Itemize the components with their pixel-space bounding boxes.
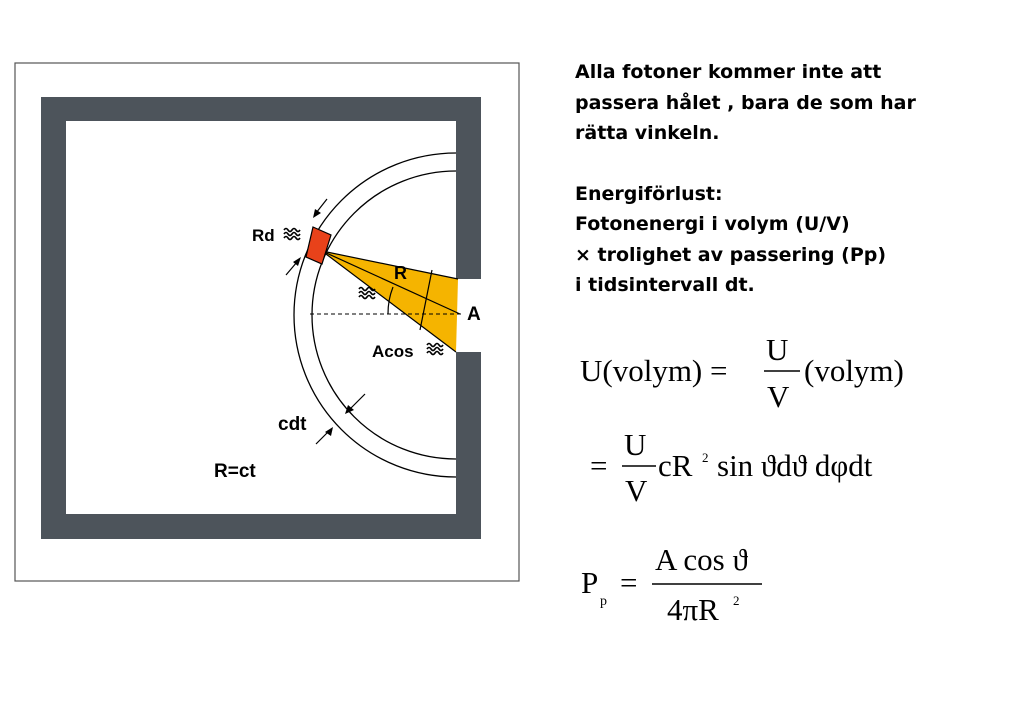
explanation-text: Alla fotoner kommer inte att passera hål… xyxy=(575,57,1015,301)
equation-2: = U V cR 2 sin ϑdϑ dφdt xyxy=(590,427,873,508)
eq2-cr: cR xyxy=(658,448,693,483)
intro-line-1: Alla fotoner kommer inte att xyxy=(575,61,882,83)
opening xyxy=(456,279,481,352)
rd-arrowhead-top xyxy=(313,209,321,218)
eq1-denominator: V xyxy=(767,379,790,414)
cdt-label: cdt xyxy=(278,414,307,435)
eq3-denominator: 4πR xyxy=(667,592,719,627)
radius-line-top xyxy=(321,250,459,280)
acos-label: Acos xyxy=(372,342,414,361)
a-label: A xyxy=(467,304,481,325)
r-label: R xyxy=(394,263,407,283)
rd-arrowhead-bottom xyxy=(293,257,301,266)
angle-arc xyxy=(387,286,394,315)
cdt-arrow-bottom xyxy=(315,431,329,445)
energy-line-2: Fotonenergi i volym (U/V) xyxy=(575,213,850,235)
eq2-numerator: U xyxy=(624,427,646,462)
outer-arc xyxy=(293,152,457,478)
eq3-equals: = xyxy=(620,565,637,600)
surface-element xyxy=(305,226,332,265)
eq3-subscript: p xyxy=(600,594,607,609)
rd-arrow-bottom xyxy=(285,261,298,276)
eq3-numerator: A cos ϑ xyxy=(655,542,749,577)
inner-arc xyxy=(311,170,457,460)
energy-line-1: Energiförlust: xyxy=(575,182,723,205)
cdt-arrowhead-bottom xyxy=(325,427,333,436)
eq1-right: (volym) xyxy=(804,353,904,388)
intro-line-3: rätta vinkeln. xyxy=(575,122,720,144)
rct-label: R=ct xyxy=(214,461,256,482)
rd-arrow-top xyxy=(315,198,328,214)
equation-1: U(volym) = U V (volym) xyxy=(580,332,904,414)
eq2-exponent: 2 xyxy=(702,450,709,465)
rd-label: Rd xyxy=(252,226,275,245)
energy-line-4: i tidsintervall dt. xyxy=(575,274,755,296)
cdt-arrow-top xyxy=(349,393,366,410)
eq2-equals: = xyxy=(590,448,607,483)
eq2-rest: sin ϑdϑ dφdt xyxy=(717,448,873,483)
eq3-p: P xyxy=(581,565,598,600)
eq1-numerator: U xyxy=(766,332,788,367)
cdt-arrowhead-top xyxy=(345,405,354,414)
energy-line-3: × trolighet av passering (Pp) xyxy=(575,243,887,266)
equation-3: P p = A cos ϑ 4πR 2 xyxy=(581,542,762,627)
eq3-exponent: 2 xyxy=(733,593,740,608)
eq1-left: U(volym) = xyxy=(580,353,728,388)
intro-line-2: passera hålet , bara de som har xyxy=(575,91,916,114)
eq2-denominator: V xyxy=(625,473,648,508)
projection-line xyxy=(419,269,433,331)
radius-line-center xyxy=(321,250,461,315)
